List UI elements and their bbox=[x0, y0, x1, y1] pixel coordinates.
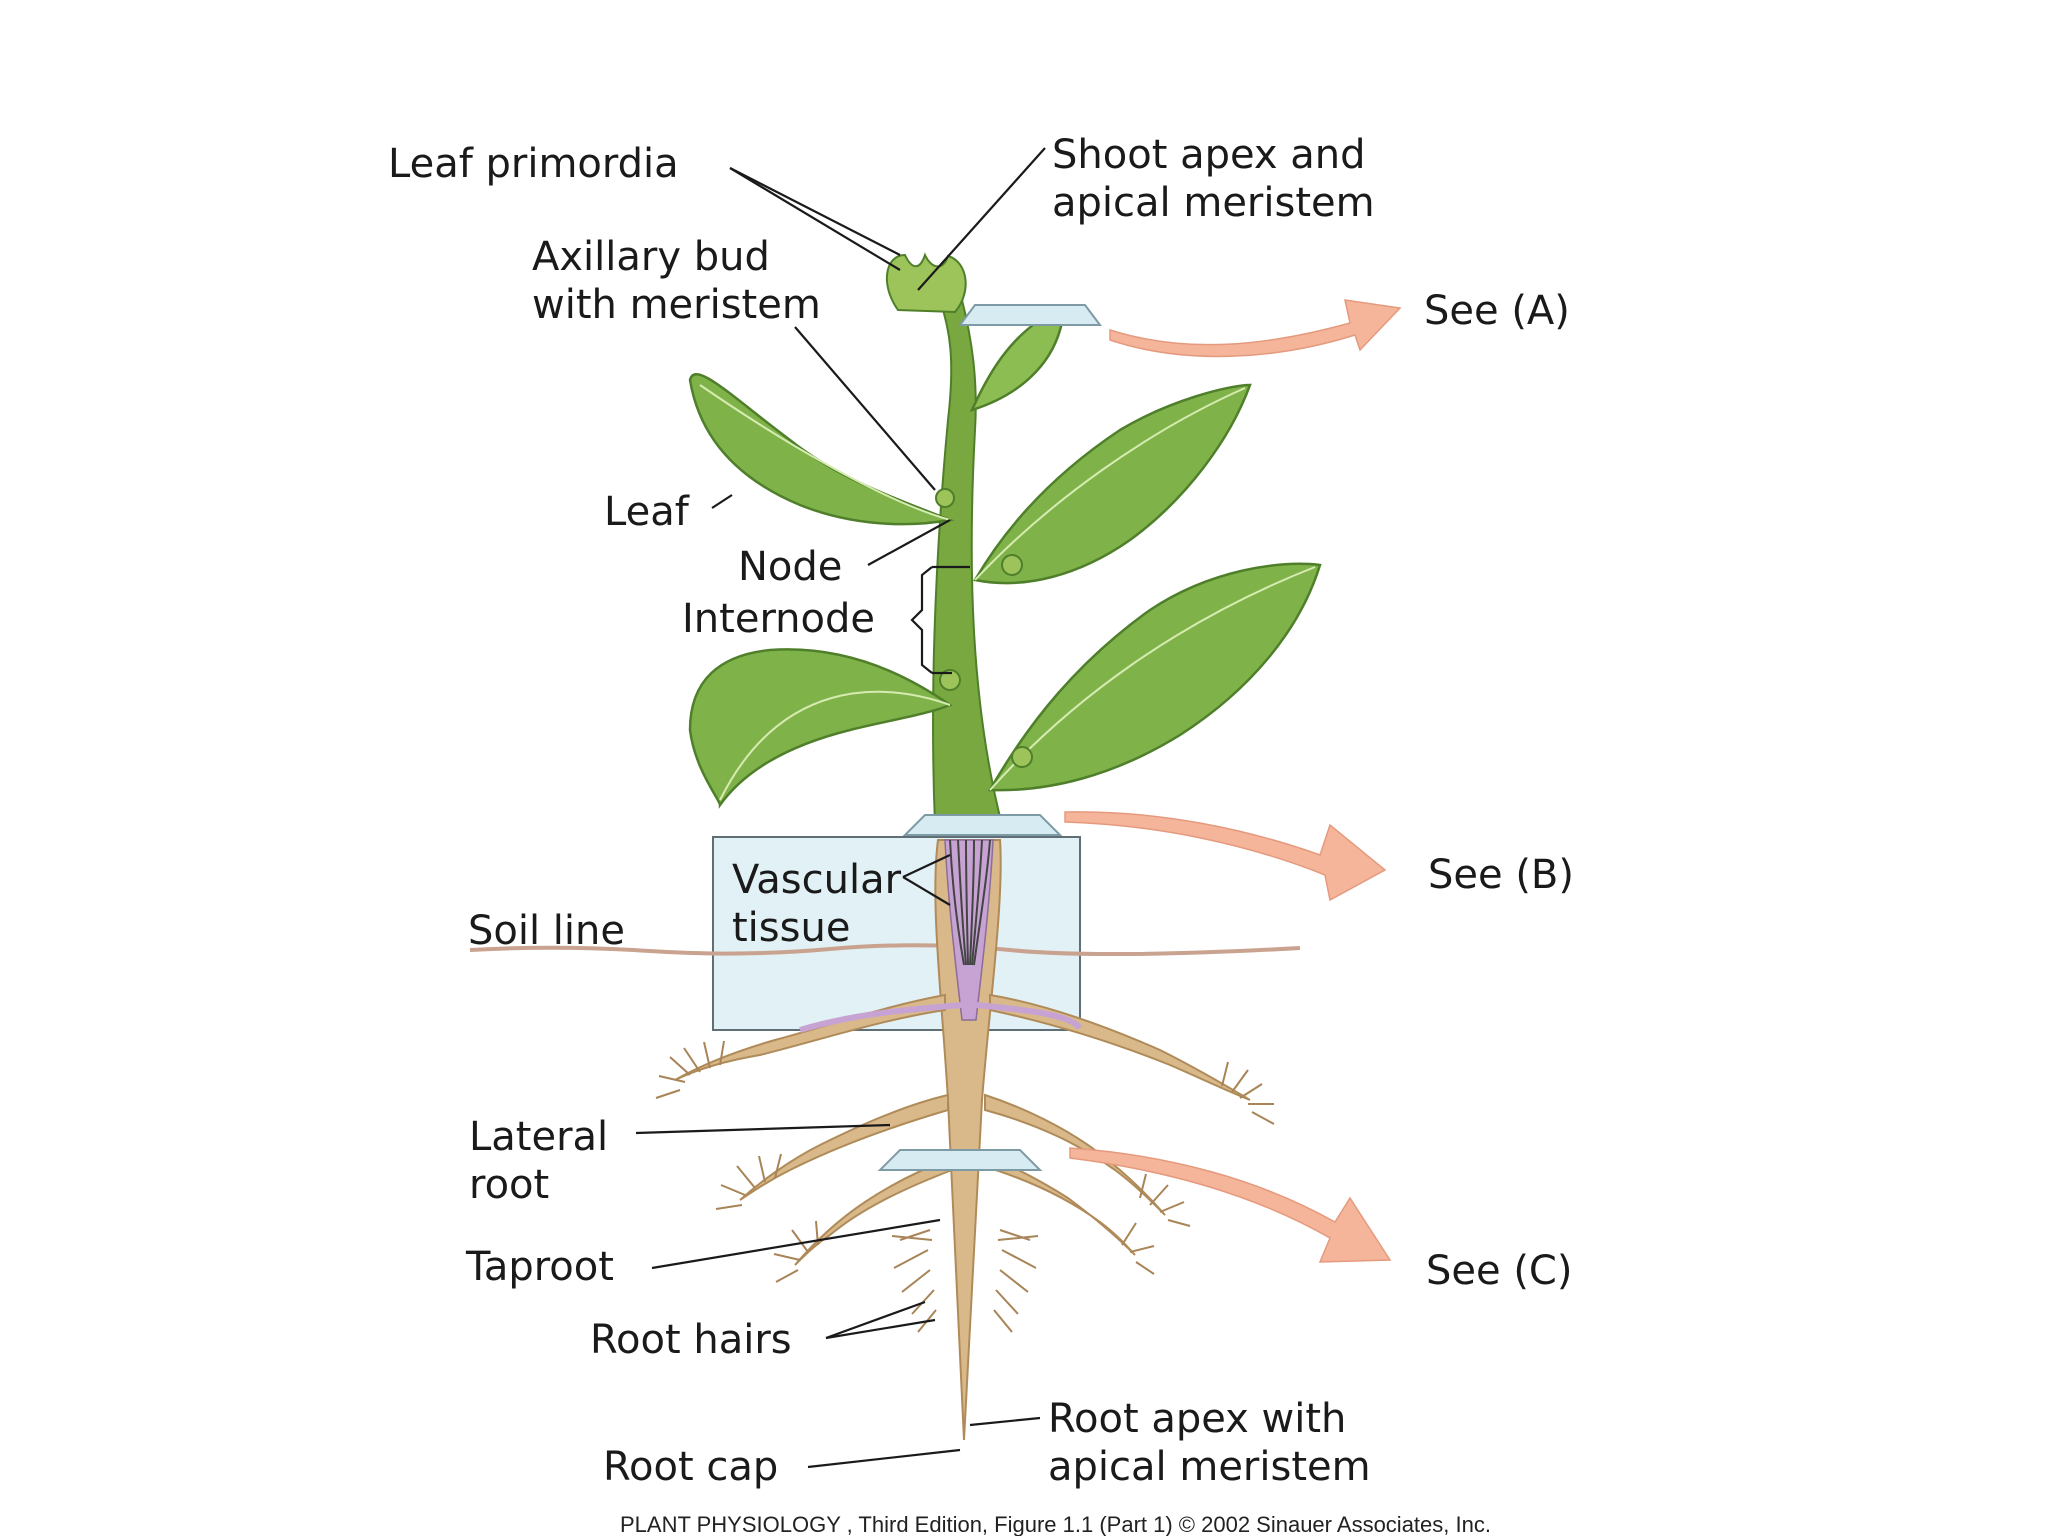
root-hairs-tufts bbox=[655, 1040, 1275, 1333]
label-leaf-primordia: Leaf primordia bbox=[388, 141, 679, 187]
label-lateral-line2: root bbox=[469, 1162, 549, 1208]
vascular-strands bbox=[949, 839, 991, 966]
lateral-root-right-3 bbox=[979, 1150, 1136, 1256]
lateral-root-left-3 bbox=[794, 1156, 953, 1266]
soil-line bbox=[469, 943, 1301, 957]
figure-caption: PLANT PHYSIOLOGY , Third Edition, Figure… bbox=[620, 1512, 1491, 1536]
label-axillary-line2: with meristem bbox=[532, 282, 821, 328]
label-taproot: Taproot bbox=[465, 1244, 614, 1290]
label-node: Node bbox=[738, 544, 842, 590]
label-axillary-line1: Axillary bud bbox=[532, 234, 770, 280]
arrow-to-a bbox=[1109, 299, 1402, 358]
label-root-cap: Root cap bbox=[603, 1444, 778, 1490]
label-internode: Internode bbox=[682, 596, 875, 642]
leaf-upper-right bbox=[973, 383, 1252, 585]
label-lateral-line1: Lateral bbox=[469, 1114, 608, 1160]
axillary-buds bbox=[935, 488, 1033, 768]
leader-lines bbox=[635, 147, 1046, 1469]
vascular-branch-left bbox=[799, 1002, 963, 1033]
label-root-apex-line1: Root apex with bbox=[1048, 1396, 1346, 1442]
leaf-lower-left bbox=[688, 648, 953, 809]
shoot-apex-bud bbox=[885, 252, 967, 314]
vascular-bundle bbox=[944, 839, 994, 1021]
arrow-to-c bbox=[1069, 1147, 1392, 1263]
arrow-to-b bbox=[1064, 811, 1387, 902]
label-root-apex-line2: apical meristem bbox=[1048, 1444, 1371, 1490]
section-plane-c bbox=[877, 1149, 1043, 1171]
callout-see-c: See (C) bbox=[1426, 1248, 1572, 1294]
section-plane-a bbox=[958, 304, 1102, 326]
lateral-root-right-2 bbox=[984, 1093, 1166, 1216]
leaf-lower-right bbox=[987, 562, 1322, 792]
lateral-root-right-1 bbox=[989, 993, 1251, 1101]
label-soil-line: Soil line bbox=[468, 908, 625, 954]
vascular-branch-right bbox=[975, 1002, 1083, 1031]
leaf-small-top bbox=[969, 313, 1063, 413]
label-shoot-apex-line2: apical meristem bbox=[1052, 180, 1375, 226]
callout-see-a: See (A) bbox=[1424, 288, 1570, 334]
label-shoot-apex-line1: Shoot apex and bbox=[1052, 132, 1366, 178]
label-vascular-line2: tissue bbox=[732, 905, 850, 951]
root-system bbox=[674, 839, 1251, 1441]
leaves bbox=[688, 313, 1322, 809]
leaf-upper-left bbox=[688, 373, 955, 526]
lateral-root-left-2 bbox=[739, 1093, 949, 1201]
section-plane-b bbox=[902, 814, 1063, 836]
callout-see-b: See (B) bbox=[1428, 852, 1574, 898]
section-box bbox=[712, 836, 1081, 1031]
label-root-hairs: Root hairs bbox=[590, 1317, 792, 1363]
label-leaf: Leaf bbox=[604, 489, 690, 535]
label-vascular-line1: Vascular bbox=[732, 857, 902, 903]
